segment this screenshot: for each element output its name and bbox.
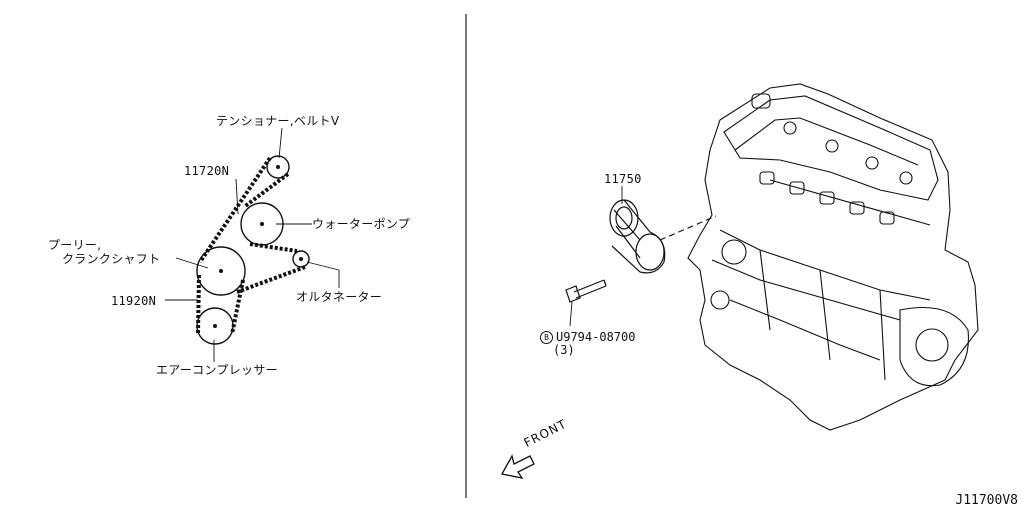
diagram-code: J11700V8 [955,493,1018,508]
belt-upper-part-number: 11720N [184,164,230,178]
tensioner-pulley [266,155,290,179]
water-pump [609,186,666,274]
bolt [565,279,607,327]
belt-upper [198,156,306,294]
bolt-part-number: U9794-08700 [556,330,636,344]
water-pump-part-number: 11750 [604,172,642,186]
belt-lower-part-number: 11920N [111,294,157,308]
belt-layout [165,127,340,362]
front-arrow [500,454,535,479]
engine-drawing [659,83,979,431]
bolt-quantity: (3) [553,343,575,357]
compressor-label: エアーコンプレッサー [156,363,278,377]
tensioner-label: テンショナー,ベルトV [216,114,340,128]
bolt-marker-badge: B [540,330,553,344]
bolt-reference: B U9794-08700 [540,330,635,344]
crank-pulley-label-line1: プーリー, [48,238,102,252]
alternator-label: オルタネーター [296,290,383,304]
alternator-pulley [292,250,310,268]
crank-pulley-label-line2: クランクシャフト [62,252,161,266]
belt-lower [196,274,245,335]
water-pump-label: ウォーターポンプ [312,217,411,231]
crank-pulley [196,246,246,296]
